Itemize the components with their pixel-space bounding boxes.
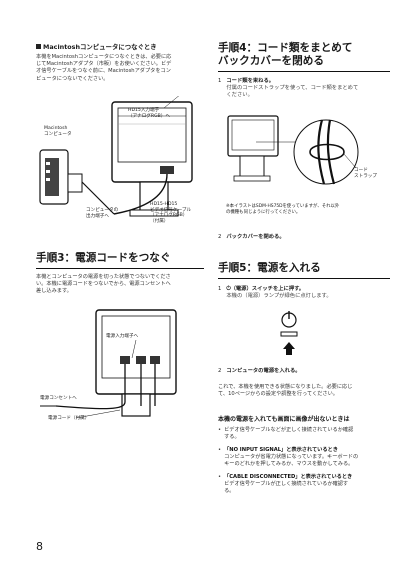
step5-section: 手順5：電源を入れる 1 ⏻（電源）スイッチを上に押す。 本機の（電源）ランプが… <box>218 262 390 300</box>
cord-strap-illustration <box>227 115 359 185</box>
step5-after-text: これで、本機を使用できる状態になりました。必要に応じ て、10ページからの設定や… <box>218 384 353 398</box>
mac-label: Macintosh コンピュータ <box>44 126 72 137</box>
power-switch-figure <box>274 308 304 358</box>
step4-item-1: 1 コード類を束ねる。 付属のコードストラップを使って、コード類をまとめて くだ… <box>218 78 359 98</box>
step5-item-1: 1 ⏻（電源）スイッチを上に押す。 本機の（電源）ランプが緑色に点灯します。 <box>218 286 332 299</box>
power-cord-label: 電源コード（付属） <box>48 416 90 421</box>
left-column: Macintoshコンピュータにつなぐとき 本機をMacintoshコンピュータ… <box>36 42 204 83</box>
figure-note: ※本イラストはSDM-HS75Dを使っていますが、それ以外 の機種も同じように行… <box>226 204 340 215</box>
troubleshoot-heading: 本機の電源を入れても画面に画像が出ないときは <box>218 416 350 423</box>
outlet-label: 電源コンセントへ <box>40 396 77 401</box>
ac-input-label: 電源入力端子へ <box>106 334 139 339</box>
step5-item-2: 2 コンピュータの電源を入れる。 <box>218 368 301 374</box>
mac-connection-figure: HD15入力端子 （アナログRGB）へ Macintosh コンピュータ コンピ… <box>36 93 206 236</box>
list-item: • 「CABLE DISCONNECTED」と表示されているとき ビデオ信号ケー… <box>218 474 353 494</box>
list-item: • 「NO INPUT SIGNAL」と表示されているとき コンピュータが省電力… <box>218 447 359 467</box>
step4-item-2: 2 バックカバーを閉める。 <box>218 234 285 240</box>
power-cord-figure: 電源入力端子へ 電源コンセントへ 電源コード（付属） <box>36 306 206 436</box>
cord-strap-figure: コード ストラップ ※本イラストはSDM-HS75Dを使っていますが、それ以外 … <box>226 112 386 222</box>
step4-heading: 手順4：コード類をまとめて バックカバーを閉める <box>218 42 353 67</box>
page-number: 8 <box>36 540 43 553</box>
power-cord-illustration <box>40 309 177 419</box>
step3-rule <box>36 268 204 269</box>
computer-output-label: コンピュータの 出力端子へ <box>86 208 119 219</box>
monitor-back-illustration <box>39 93 193 217</box>
step4-rule <box>218 71 390 72</box>
step5-heading: 手順5：電源を入れる <box>218 262 321 274</box>
troubleshoot-section: 本機の電源を入れても画面に画像が出ないときは • ビデオ信号ケーブルなどが正しく… <box>218 414 392 495</box>
video-cable-label: HD15-HD15 ビデオ信号ケーブル （アナログRGB） （付属） <box>150 202 192 224</box>
right-column: 手順4：コード類をまとめて バックカバーを閉める 1 コード類を束ねる。 付属の… <box>218 42 390 99</box>
power-symbol: ⏻ <box>226 286 231 292</box>
step3-body: 本機とコンピュータの電源を切った状態でつないでくださ い。本機に電源コードをつな… <box>36 274 171 295</box>
troubleshoot-list: • ビデオ信号ケーブルなどが正しく接続されているか確認 する。 • 「NO IN… <box>218 427 392 495</box>
mac-heading: Macintoshコンピュータにつなぐとき <box>36 42 204 51</box>
hd15-input-label: HD15入力端子 （アナログRGB）へ <box>128 108 170 119</box>
mac-body: 本機をMacintoshコンピュータにつなぐときは、必要に応 じてMacinto… <box>36 54 172 82</box>
cord-strap-label: コード ストラップ <box>354 168 377 179</box>
square-bullet-icon <box>36 44 41 49</box>
step5-rule <box>218 278 390 279</box>
power-switch-icon <box>280 311 298 355</box>
step3-section: 手順3：電源コードをつなぐ 本機とコンピュータの電源を切った状態でつないでくださ… <box>36 252 204 296</box>
step3-heading: 手順3：電源コードをつなぐ <box>36 252 171 264</box>
list-item: • ビデオ信号ケーブルなどが正しく接続されているか確認 する。 <box>218 427 354 440</box>
